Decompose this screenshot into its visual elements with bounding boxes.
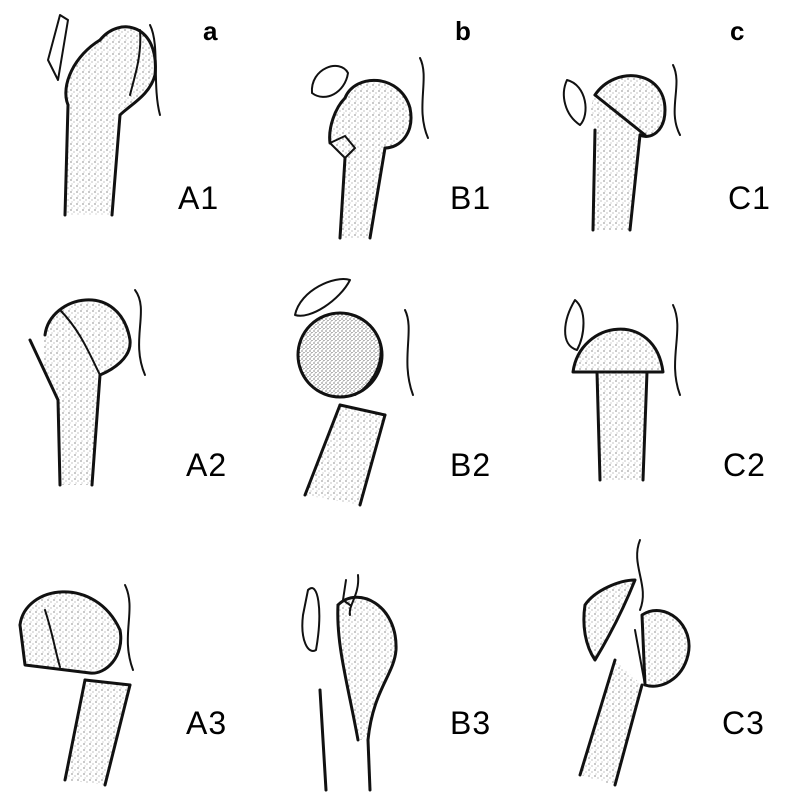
panel-c3-drawing xyxy=(570,535,710,790)
panel-label-c1: C1 xyxy=(728,180,771,217)
panel-label-a2: A2 xyxy=(186,447,227,484)
panel-label-a3: A3 xyxy=(186,705,227,742)
panel-label-b2: B2 xyxy=(450,447,491,484)
panel-b3-drawing xyxy=(288,565,428,790)
panel-label-b1: B1 xyxy=(450,180,491,217)
panel-label-c3: C3 xyxy=(722,705,765,742)
panel-b1-drawing xyxy=(300,48,440,248)
column-header-a: a xyxy=(203,16,217,47)
panel-label-a1: A1 xyxy=(178,180,219,217)
panel-c2-drawing xyxy=(555,290,695,490)
panel-b2-drawing xyxy=(285,270,430,510)
panel-c1-drawing xyxy=(555,60,695,240)
panel-a1-drawing xyxy=(40,5,180,225)
panel-label-b3: B3 xyxy=(450,705,491,742)
column-header-c: c xyxy=(730,16,744,47)
panel-a3-drawing xyxy=(5,575,165,790)
panel-a2-drawing xyxy=(20,280,170,500)
column-header-b: b xyxy=(455,16,471,47)
panel-label-c2: C2 xyxy=(723,447,766,484)
